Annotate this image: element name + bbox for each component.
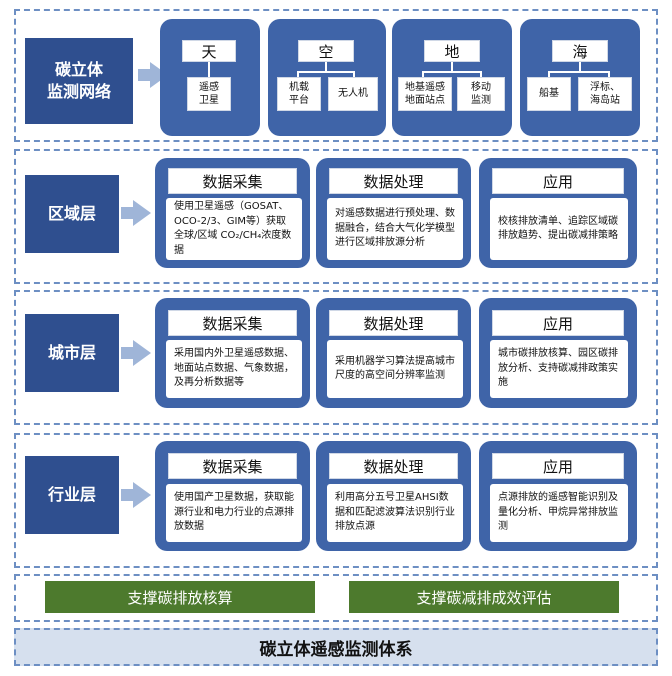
column-text: 利用高分五号卫星AHSI数据和匹配滤波算法识别行业排放点源 (327, 484, 463, 542)
connector (422, 71, 482, 73)
group-hai-item: 浮标、 海岛站 (578, 77, 632, 111)
layer-arrow (121, 340, 151, 366)
column-text: 使用卫星遥感（GOSAT、OCO-2/3、GIM等）获取全球/区域 CO₂/CH… (166, 198, 302, 260)
group-kong-item: 无人机 (328, 77, 378, 111)
network-label-text: 碳立体 监测网络 (46, 60, 111, 101)
connector (548, 71, 550, 77)
network-section (14, 9, 658, 142)
group-kong-title: 空 (298, 40, 354, 62)
connector (297, 71, 299, 77)
column-header: 数据处理 (329, 310, 458, 336)
column-header: 数据采集 (168, 168, 297, 194)
system-title: 碳立体遥感监测体系 (14, 628, 658, 666)
group-tian-title: 天 (182, 40, 236, 62)
layer-section (14, 290, 658, 425)
column-header: 应用 (492, 310, 624, 336)
column-text: 采用机器学习算法提高城市尺度的高空间分辨率监测 (327, 340, 463, 398)
layer-section (14, 149, 658, 284)
layer-label: 行业层 (25, 456, 119, 534)
connector (208, 62, 210, 77)
group-di-title: 地 (424, 40, 480, 62)
connector (548, 71, 610, 73)
group-hai-item: 船基 (527, 77, 571, 111)
connector (480, 71, 482, 77)
connector (353, 71, 355, 77)
column-header: 数据采集 (168, 453, 297, 479)
group-di-item: 移动 监测 (457, 77, 505, 111)
network-label: 碳立体 监测网络 (25, 38, 133, 124)
column-text: 采用国内外卫星遥感数据、地面站点数据、气象数据，及再分析数据等 (166, 340, 302, 398)
layer-arrow (121, 482, 151, 508)
connector (451, 62, 453, 71)
group-tian-item: 遥感 卫星 (187, 77, 231, 111)
column-header: 应用 (492, 453, 624, 479)
support-bar-accounting: 支撑碳排放核算 (45, 581, 315, 613)
column-text: 校核排放清单、追踪区域碳排放趋势、提出碳减排策略 (490, 198, 628, 260)
layer-section (14, 433, 658, 568)
connector (608, 71, 610, 77)
layer-label: 城市层 (25, 314, 119, 392)
group-hai-title: 海 (552, 40, 608, 62)
group-di-item: 地基遥感 地面站点 (398, 77, 452, 111)
column-text: 使用国产卫星数据，获取能源行业和电力行业的点源排放数据 (166, 484, 302, 542)
connector (579, 62, 581, 71)
layer-arrow (121, 200, 151, 226)
column-header: 数据处理 (329, 453, 458, 479)
support-section (14, 574, 658, 622)
group-kong-item: 机载 平台 (277, 77, 321, 111)
column-header: 数据采集 (168, 310, 297, 336)
connector (422, 71, 424, 77)
support-bar-evaluation: 支撑碳减排成效评估 (349, 581, 619, 613)
layer-label: 区域层 (25, 175, 119, 253)
column-text: 点源排放的遥感智能识别及量化分析、甲烷异常排放监测 (490, 484, 628, 542)
connector (297, 71, 355, 73)
column-text: 对遥感数据进行预处理、数据融合，结合大气化学模型进行区域排放源分析 (327, 198, 463, 260)
connector (325, 62, 327, 71)
column-header: 应用 (492, 168, 624, 194)
column-header: 数据处理 (329, 168, 458, 194)
column-text: 城市碳排放核算、园区碳排放分析、支持碳减排政策实施 (490, 340, 628, 398)
